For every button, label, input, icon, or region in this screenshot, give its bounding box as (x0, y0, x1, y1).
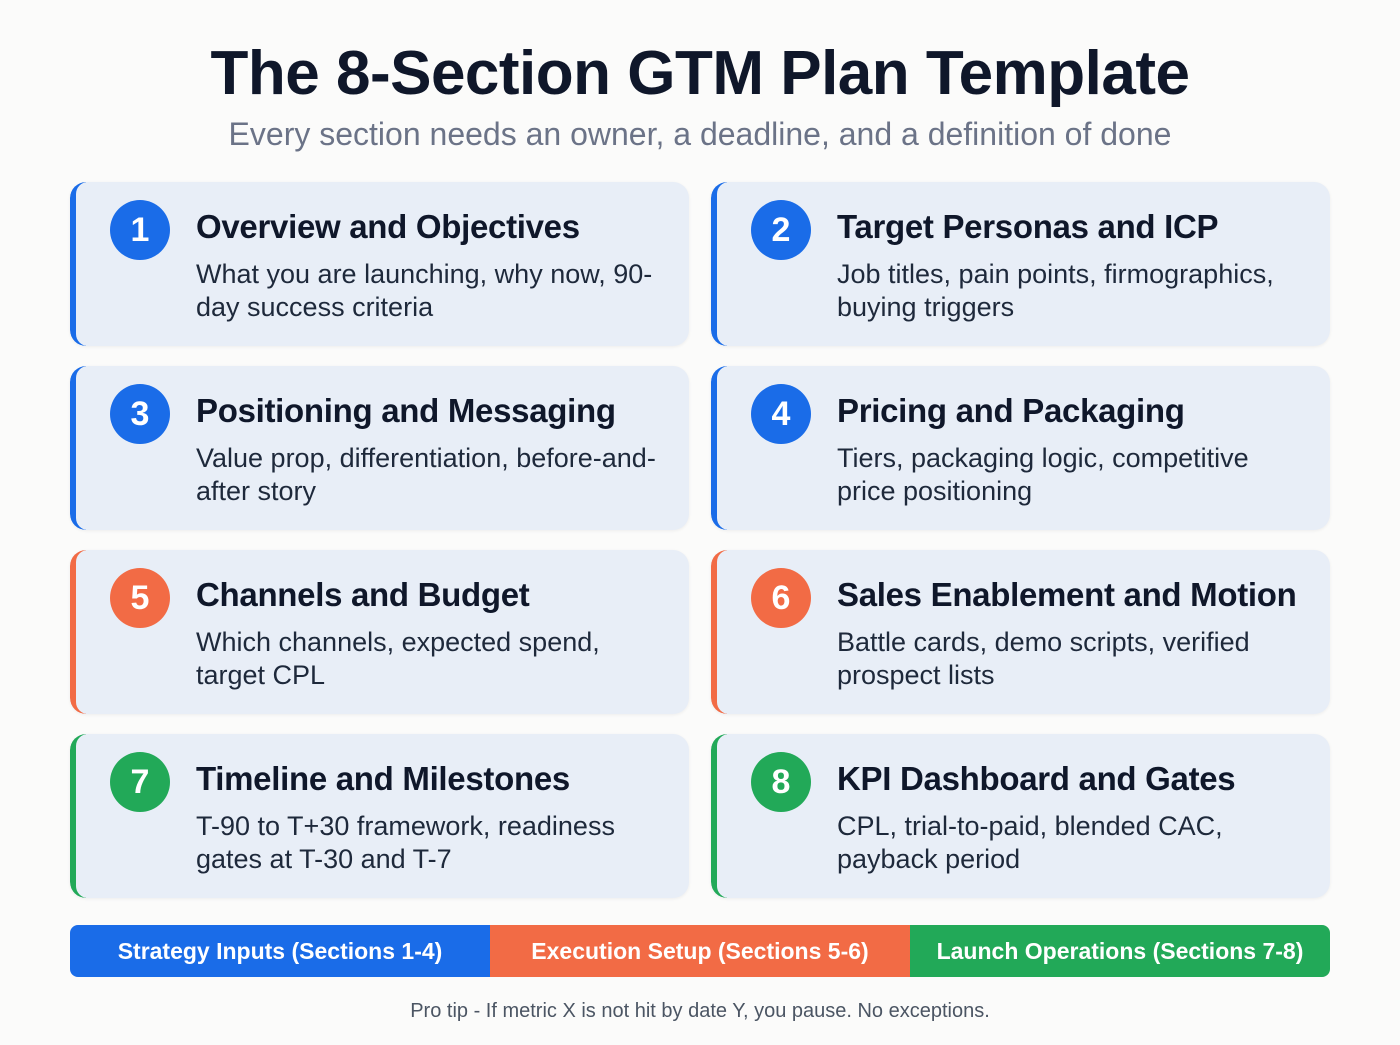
sections-grid: 1 Overview and Objectives What you are l… (70, 182, 1330, 898)
section-description: Which channels, expected spend, target C… (196, 627, 600, 690)
section-description: CPL, trial-to-paid, blended CAC, payback… (837, 811, 1223, 874)
section-description: T-90 to T+30 framework, readiness gates … (196, 811, 615, 874)
section-card-3: 3 Positioning and Messaging Value prop, … (70, 366, 689, 530)
section-card-1: 1 Overview and Objectives What you are l… (70, 182, 689, 346)
section-title: KPI Dashboard and Gates (837, 760, 1236, 797)
legend-execution-setup: Execution Setup (Sections 5-6) (490, 925, 910, 977)
number-badge: 7 (110, 752, 170, 812)
section-title: Channels and Budget (196, 576, 530, 613)
section-description: Tiers, packaging logic, competitive pric… (837, 443, 1249, 506)
section-card-7: 7 Timeline and Milestones T-90 to T+30 f… (70, 734, 689, 898)
section-card-6: 6 Sales Enablement and Motion Battle car… (711, 550, 1330, 714)
section-title: Pricing and Packaging (837, 392, 1185, 429)
legend-launch-operations: Launch Operations (Sections 7-8) (910, 925, 1330, 977)
section-description: Battle cards, demo scripts, verified pro… (837, 627, 1250, 690)
section-title: Positioning and Messaging (196, 392, 616, 429)
legend-strategy-inputs: Strategy Inputs (Sections 1-4) (70, 925, 490, 977)
page-title: The 8-Section GTM Plan Template (210, 39, 1190, 108)
section-card-8: 8 KPI Dashboard and Gates CPL, trial-to-… (711, 734, 1330, 898)
section-title: Sales Enablement and Motion (837, 576, 1297, 613)
page-subtitle: Every section needs an owner, a deadline… (228, 116, 1172, 152)
number-badge: 5 (110, 568, 170, 628)
number-badge: 8 (751, 752, 811, 812)
section-description: Job titles, pain points, firmographics, … (837, 259, 1274, 322)
number-badge: 1 (110, 200, 170, 260)
section-description: What you are launching, why now, 90-day … (196, 259, 653, 322)
section-card-4: 4 Pricing and Packaging Tiers, packaging… (711, 366, 1330, 530)
number-badge: 6 (751, 568, 811, 628)
number-badge: 4 (751, 384, 811, 444)
section-title: Target Personas and ICP (837, 208, 1219, 245)
phase-legend-bar: Strategy Inputs (Sections 1-4) Execution… (70, 925, 1330, 977)
number-badge: 3 (110, 384, 170, 444)
section-card-5: 5 Channels and Budget Which channels, ex… (70, 550, 689, 714)
section-card-2: 2 Target Personas and ICP Job titles, pa… (711, 182, 1330, 346)
section-description: Value prop, differentiation, before-and-… (196, 443, 656, 506)
section-title: Timeline and Milestones (196, 760, 570, 797)
number-badge: 2 (751, 200, 811, 260)
section-title: Overview and Objectives (196, 208, 580, 245)
pro-tip: Pro tip - If metric X is not hit by date… (410, 1000, 990, 1022)
